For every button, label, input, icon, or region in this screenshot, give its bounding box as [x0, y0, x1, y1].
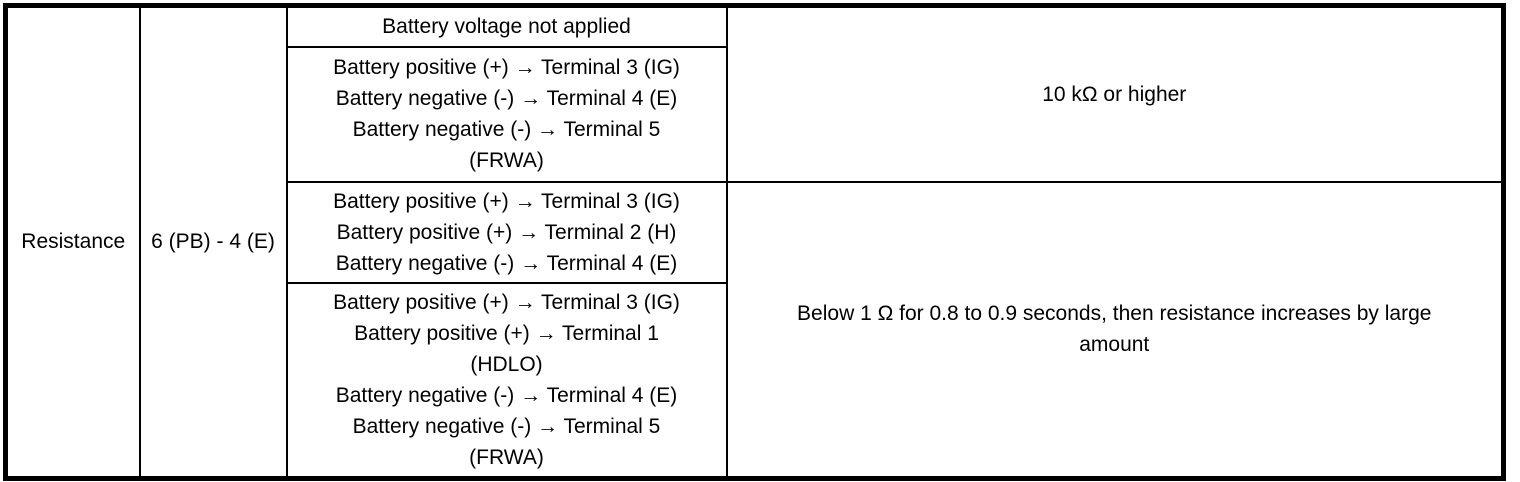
condition-cell-1: Battery voltage not applied [285, 4, 728, 48]
table-row: Resistance 6 (PB) - 4 (E) Battery voltag… [4, 4, 1505, 479]
condition-cell-3: Battery positive (+) → Terminal 3 (IG) B… [285, 180, 728, 284]
condition-cell-2: Battery positive (+) → Terminal 3 (IG) B… [285, 45, 728, 183]
specification-cell-1: 10 kΩ or higher [725, 4, 1505, 183]
terminal-pair-cell: 6 (PB) - 4 (E) [138, 4, 288, 479]
table-row: Battery positive (+) → Terminal 3 (IG) B… [6, 281, 1504, 479]
resistance-specification-table: Resistance 6 (PB) - 4 (E) Battery voltag… [3, 3, 1506, 481]
condition-cell-4: Battery positive (+) → Terminal 3 (IG) B… [285, 281, 728, 479]
table-row: Battery positive (+) → Terminal 3 (IG) B… [6, 45, 1504, 183]
table-row: Battery positive (+) → Terminal 3 (IG) B… [6, 180, 1505, 479]
specification-cell-2: Below 1 Ω for 0.8 to 0.9 seconds, then r… [725, 180, 1505, 479]
measurement-item-cell: Resistance [4, 4, 141, 479]
